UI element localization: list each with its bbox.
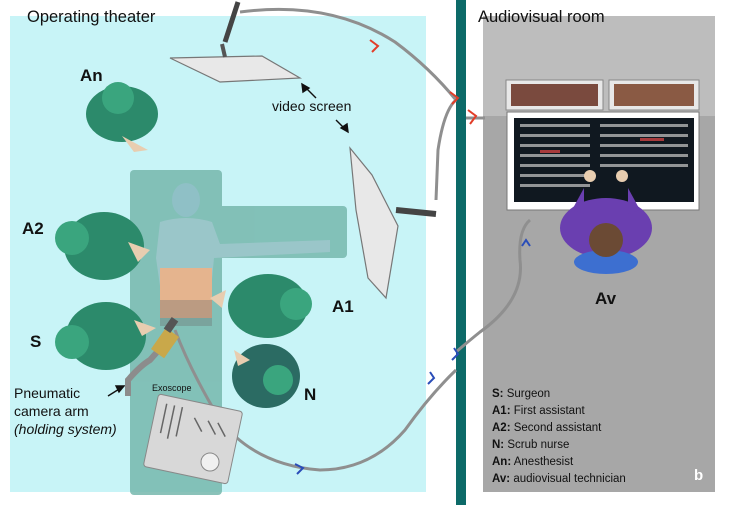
legend-item: An: Anesthesist — [492, 454, 626, 471]
legend-item: A2: Second assistant — [492, 420, 626, 437]
panel-tag: b — [694, 467, 704, 484]
patient — [156, 183, 330, 326]
legend-item: N: Scrub nurse — [492, 437, 626, 454]
surgeon-figure — [55, 302, 156, 370]
legend-text: Scrub nurse — [507, 439, 570, 451]
legend-text: Anesthesist — [513, 456, 574, 468]
legend-abbr: A2: — [492, 422, 511, 434]
operating-theater-title: Operating theater — [27, 8, 156, 26]
legend: S: Surgeon A1: First assistant A2: Secon… — [492, 386, 626, 488]
second-assistant-figure — [55, 212, 150, 280]
camera-arm-label-line-1: Pneumatic — [14, 385, 81, 401]
audiovisual-technician-figure — [560, 170, 652, 274]
legend-text: Second assistant — [513, 422, 602, 434]
room-divider-wall — [456, 0, 466, 505]
anesthesist-figure — [86, 82, 158, 152]
pneumatic-camera-arm — [125, 316, 180, 396]
legend-abbr: Av: — [492, 473, 511, 485]
scrub-nurse-figure — [232, 344, 300, 408]
role-label-audiovisual-technician: Av — [595, 289, 617, 308]
role-label-second-assistant: A2 — [22, 219, 44, 238]
exoscope-label: Exoscope — [152, 383, 192, 393]
first-assistant-figure — [210, 274, 312, 338]
video-screen-right — [349, 146, 437, 300]
legend-text: audiovisual technician — [513, 473, 626, 485]
label-arrows — [107, 82, 349, 397]
legend-text: Surgeon — [506, 388, 551, 400]
instrument-tray — [143, 393, 243, 485]
camera-arm-label-line-3: (holding system) — [14, 421, 117, 437]
legend-abbr: S: — [492, 388, 504, 400]
legend-abbr: N: — [492, 439, 505, 451]
legend-item: Av: audiovisual technician — [492, 471, 626, 488]
video-screen-label: video screen — [272, 98, 352, 114]
camera-arm-label: Pneumatic camera arm (holding system) — [14, 384, 117, 438]
legend-abbr: An: — [492, 456, 512, 468]
role-label-surgeon: S — [30, 332, 42, 351]
camera-arm-label-line-2: camera arm — [14, 403, 89, 419]
legend-abbr: A1: — [492, 405, 511, 417]
audiovisual-console — [505, 79, 700, 211]
legend-text: First assistant — [513, 405, 585, 417]
legend-item: S: Surgeon — [492, 386, 626, 403]
cable-arrowheads — [294, 39, 531, 475]
video-screen-top — [169, 1, 303, 83]
role-label-anesthesist: An — [80, 66, 103, 85]
audiovisual-room-title: Audiovisual room — [478, 8, 605, 26]
legend-item: A1: First assistant — [492, 403, 626, 420]
role-label-first-assistant: A1 — [332, 297, 354, 316]
role-label-scrub-nurse: N — [304, 385, 317, 404]
